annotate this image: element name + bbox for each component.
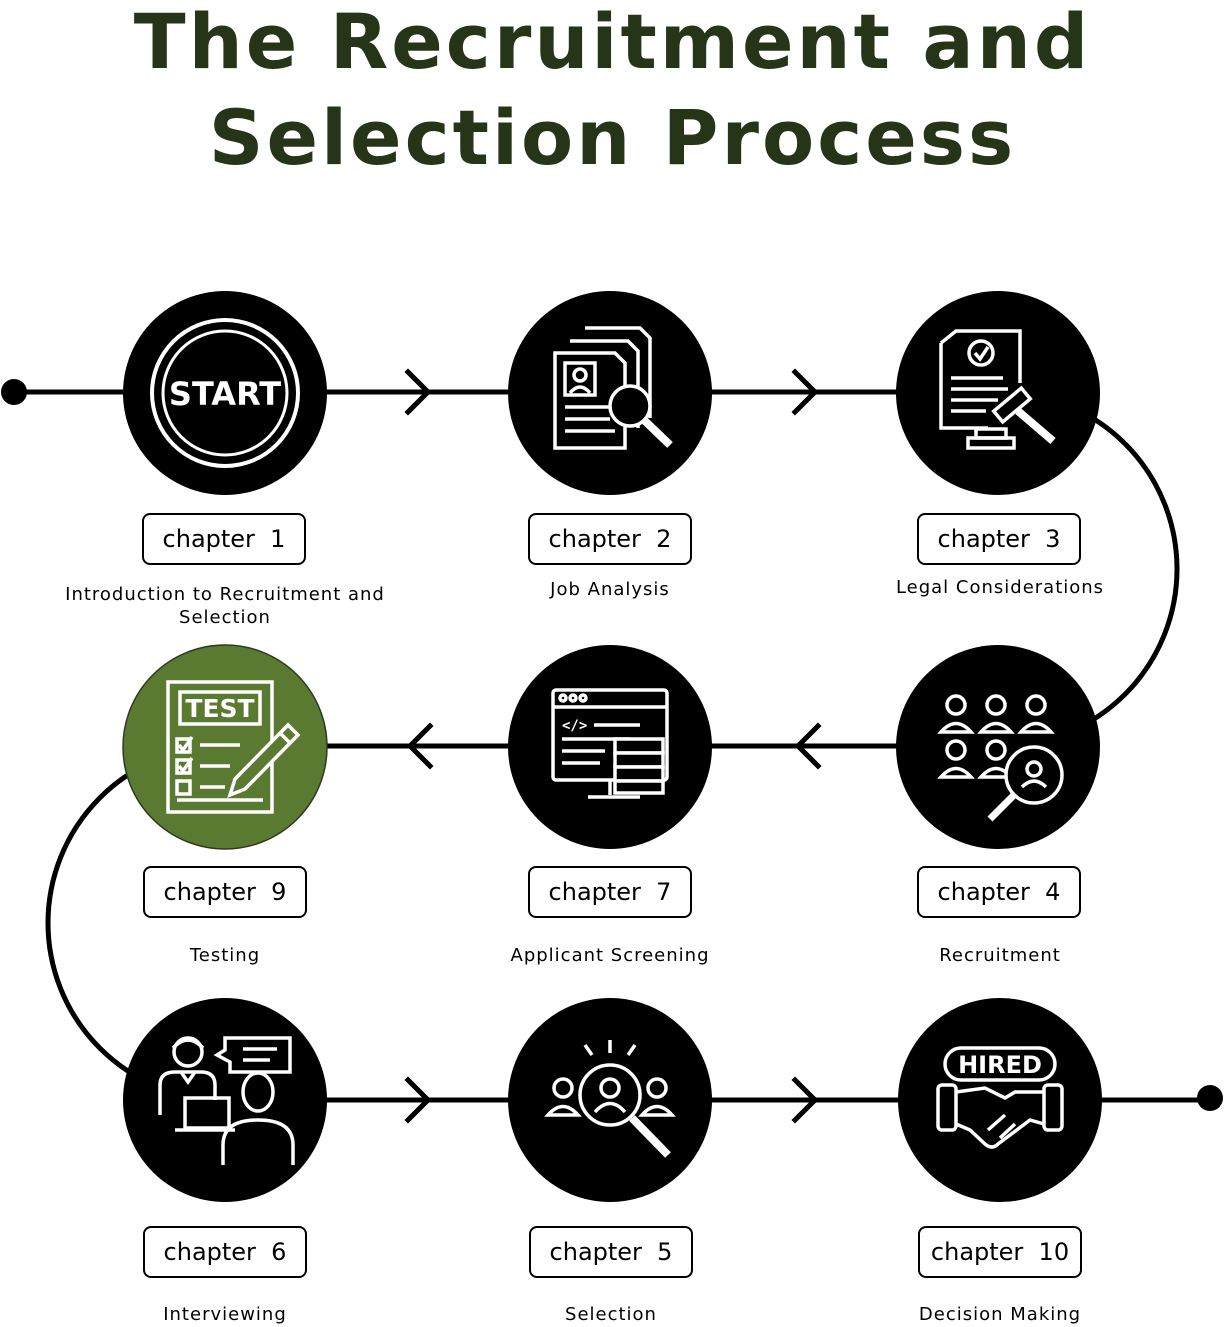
- step-label-9: Testing: [189, 945, 261, 966]
- start-icon-text: START: [169, 375, 281, 413]
- test-checklist-icon: TEST: [166, 680, 301, 814]
- arrow-right: [791, 1076, 819, 1124]
- interview-icon: [158, 1036, 295, 1165]
- diagram-title-line-2: Selection Process: [208, 93, 1017, 182]
- step-node-3: [896, 291, 1100, 495]
- chapter-chip-4: chapter 4: [917, 866, 1081, 918]
- path-start-dot: [1, 379, 27, 405]
- step-node-10: HIRED: [898, 998, 1102, 1202]
- start-icon: START: [150, 318, 300, 468]
- chapter-chip-1: chapter 1: [142, 513, 306, 565]
- step-node-1: START: [123, 291, 327, 495]
- step-label-3: Legal Considerations: [895, 577, 1105, 598]
- step-node-5: [508, 998, 712, 1202]
- resume-search-icon: [553, 326, 673, 450]
- step-node-6: [123, 998, 327, 1202]
- diagram-title-line-1: The Recruitment and: [133, 0, 1092, 86]
- step-node-2: [508, 291, 712, 495]
- legal-document-gavel-icon: [939, 329, 1056, 450]
- test-icon-text: TEST: [185, 694, 254, 723]
- code-screen-database-icon: </>: [551, 688, 669, 799]
- hired-handshake-icon: HIRED: [936, 1046, 1064, 1149]
- arrow-right: [404, 368, 432, 416]
- arrow-right: [791, 368, 819, 416]
- chapter-chip-5: chapter 5: [529, 1226, 693, 1278]
- svg-text:</>: </>: [562, 718, 587, 734]
- step-label-10: Decision Making: [918, 1304, 1082, 1325]
- chapter-chip-9: chapter 9: [143, 866, 307, 918]
- arrow-left: [794, 722, 822, 770]
- hired-icon-text: HIRED: [958, 1051, 1042, 1079]
- candidate-search-icon: [937, 694, 1064, 822]
- chapter-chip-10: chapter 10: [918, 1226, 1082, 1278]
- arrow-left: [406, 722, 434, 770]
- step-label-7: Applicant Screening: [510, 945, 710, 966]
- arrow-right: [404, 1076, 432, 1124]
- step-node-7: </>: [508, 645, 712, 849]
- step-node-9: TEST: [122, 644, 328, 850]
- step-node-4: [896, 645, 1100, 849]
- chapter-chip-2: chapter 2: [528, 513, 692, 565]
- chapter-chip-3: chapter 3: [917, 513, 1081, 565]
- step-label-2: Job Analysis: [550, 579, 670, 600]
- step-label-6: Interviewing: [163, 1304, 287, 1325]
- path-end-dot: [1197, 1085, 1223, 1111]
- step-label-1: Introduction to Recruitment and Selectio…: [65, 584, 385, 628]
- step-label-5: Selection: [565, 1304, 657, 1325]
- selection-icon: [544, 1040, 676, 1158]
- chapter-chip-7: chapter 7: [528, 866, 692, 918]
- step-label-4: Recruitment: [939, 945, 1061, 966]
- chapter-chip-6: chapter 6: [143, 1226, 307, 1278]
